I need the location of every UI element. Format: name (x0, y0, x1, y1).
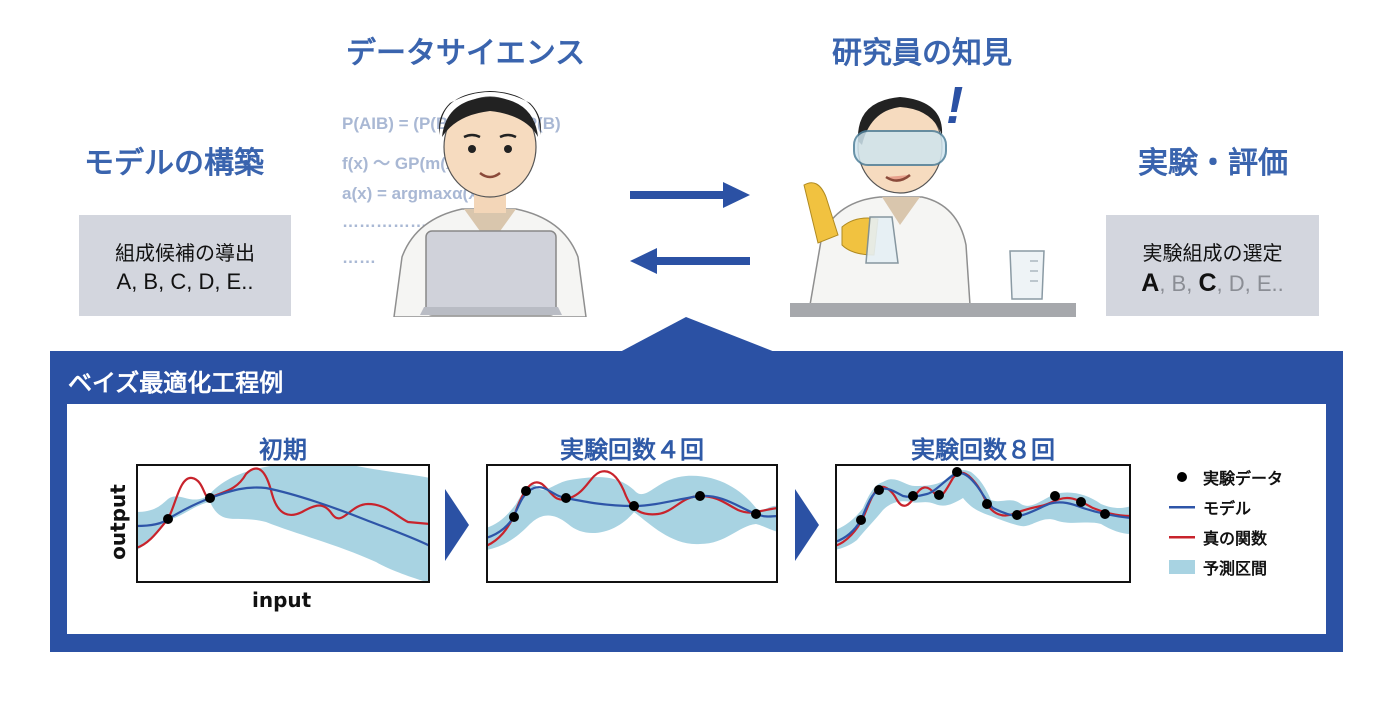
experiment-point (908, 491, 918, 501)
y-axis-label: output (106, 484, 130, 560)
model-line (486, 486, 778, 540)
selected-item-a: A (1141, 269, 1160, 297)
arrow-right-icon (630, 182, 750, 208)
legend-item-points: 実験データ (1167, 462, 1283, 492)
candidate-box: 組成候補の導出 A, B, C, D, E.. (79, 215, 291, 316)
legend-item-model: モデル (1167, 492, 1283, 522)
experiment-point (163, 514, 173, 524)
exclamation-mark: ! (946, 77, 964, 135)
experiment-point (982, 499, 992, 509)
candidate-list: A, B, C, D, E.. (116, 269, 254, 294)
experiment-point (1100, 509, 1110, 519)
exchange-arrows (630, 182, 750, 274)
chevron-right-icon (445, 489, 469, 561)
unselected-items-de: , D, E.. (1216, 271, 1284, 296)
model-build-heading: モデルの構築 (84, 146, 264, 181)
process-title: ベイズ最適化工程例 (68, 369, 284, 397)
scientist-with-laptop-illustration (393, 91, 587, 317)
legend-item-interval: 予測区間 (1167, 552, 1283, 582)
panel-title-8runs: 実験回数８回 (911, 436, 1055, 464)
prediction-interval (835, 470, 1131, 550)
arrow-left-icon (630, 248, 750, 274)
formula-dots-2: …… (342, 248, 376, 267)
legend-item-true-function: 真の関数 (1167, 522, 1283, 552)
experiment-point (934, 490, 944, 500)
prediction-interval (486, 475, 778, 550)
formula-dots-1: …………… (342, 212, 427, 231)
selection-label: 実験組成の選定 (1142, 241, 1283, 265)
experiment-point (874, 485, 884, 495)
researcher-heading: 研究員の知見 (832, 36, 1012, 71)
panel-title-initial: 初期 (259, 436, 307, 464)
formula-acquisition: a(x) = argmaxα(x) (342, 184, 484, 203)
experiment-point (509, 512, 519, 522)
experiment-point (629, 501, 639, 511)
plot-4runs (486, 464, 778, 583)
experiment-point (856, 515, 866, 525)
plot-initial (136, 464, 430, 583)
experiment-point (695, 491, 705, 501)
experiment-point (1076, 497, 1086, 507)
experiment-heading: 実験・評価 (1138, 146, 1288, 181)
experiment-point (1050, 491, 1060, 501)
selection-list: A, B, C, D, E.. (1106, 269, 1319, 298)
prediction-interval (136, 464, 430, 583)
selected-item-c: C (1198, 269, 1217, 297)
experiment-point (751, 509, 761, 519)
scientist-with-goggles-illustration (790, 97, 1076, 317)
beaker-icon (1009, 250, 1045, 300)
experiment-point (952, 467, 962, 477)
legend: 実験データ モデル 真の関数 予測区間 (1167, 462, 1283, 582)
chevron-right-icon (795, 489, 819, 561)
experiment-point (1012, 510, 1022, 520)
flask-icon (865, 216, 899, 264)
panel-title-4runs: 実験回数４回 (560, 436, 704, 464)
true-function-line (136, 467, 430, 550)
data-science-heading: データサイエンス (346, 36, 586, 71)
experiment-point (521, 486, 531, 496)
x-axis-label: input (252, 588, 312, 612)
experiment-point (561, 493, 571, 503)
selection-box: 実験組成の選定 A, B, C, D, E.. (1106, 215, 1319, 316)
plot-8runs (835, 464, 1131, 583)
experiment-point (205, 493, 215, 503)
unselected-items-b: , B, (1159, 271, 1199, 296)
candidate-label: 組成候補の導出 (115, 241, 255, 265)
